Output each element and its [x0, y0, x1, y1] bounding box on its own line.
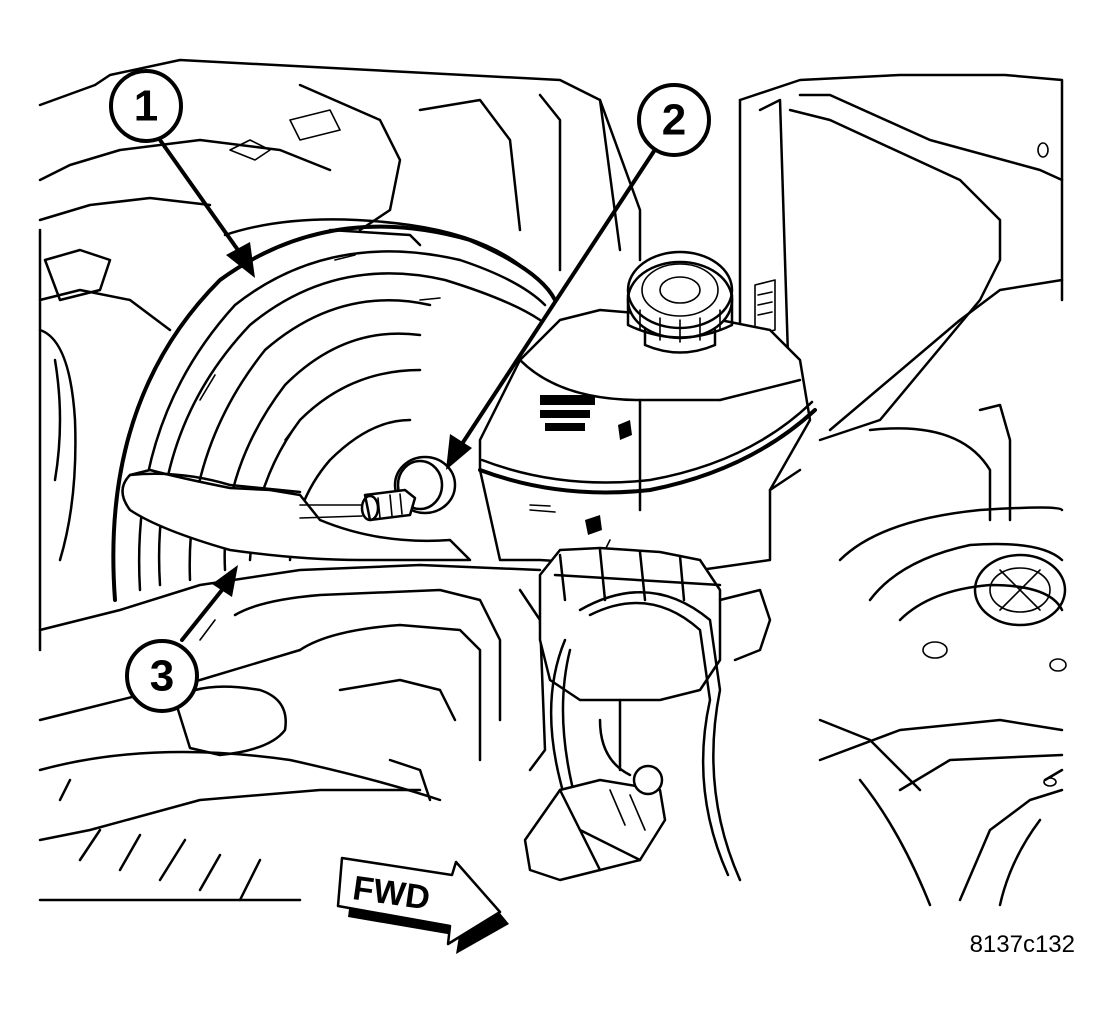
callout-2: 2	[637, 83, 711, 157]
engine-components	[38, 546, 772, 902]
body-structure	[38, 58, 1067, 907]
callout-3-leader	[180, 565, 238, 642]
forward-direction-arrow: FWD	[336, 856, 509, 954]
callout-3: 3	[125, 639, 199, 713]
callout-3-label: 3	[150, 652, 174, 701]
callout-1: 1	[109, 69, 183, 143]
brake-booster	[111, 218, 557, 641]
callout-1-label: 1	[134, 82, 158, 131]
figure-reference: 8137c132	[970, 931, 1075, 958]
callout-2-leader	[446, 143, 660, 470]
check-valve	[360, 455, 457, 522]
vacuum-hose	[121, 468, 472, 562]
callout-2-label: 2	[662, 96, 686, 145]
master-cylinder-reservoir	[478, 250, 817, 572]
callout-1-leader	[158, 138, 255, 278]
